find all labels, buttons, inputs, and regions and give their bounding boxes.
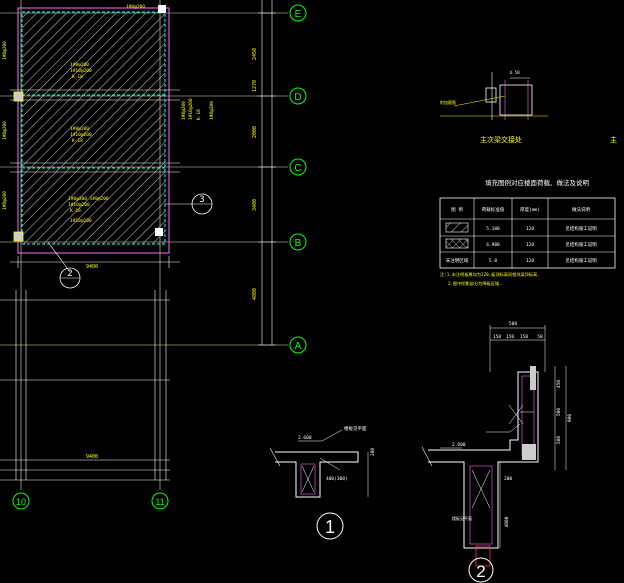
table-header-thickness: 厚度(mm) xyxy=(520,206,540,213)
svg-text:K-18: K-18 xyxy=(72,74,83,80)
svg-text:1#8@200: 1#8@200 xyxy=(70,62,89,68)
axis-label-11: 11 xyxy=(155,497,164,507)
section-2-detail: 500 150 150 150 50 450 500 500 900 4800 … xyxy=(421,321,573,583)
table-header-load: 荷载标准值 xyxy=(482,206,505,213)
svg-text:1#8@200: 1#8@200 xyxy=(126,4,145,10)
dim-c-b: 3400 xyxy=(252,199,258,211)
section-number-plan-b: 3 xyxy=(199,195,204,205)
section-mark-2-plan: 2 xyxy=(59,267,81,289)
section-2-h-dim: 450 xyxy=(556,380,562,388)
section-2-level: 2.600 xyxy=(452,442,466,448)
table-cell: 120 xyxy=(526,242,534,248)
svg-text:1#8@200: 1#8@200 xyxy=(209,101,215,120)
svg-text:1#10@200: 1#10@200 xyxy=(188,98,194,120)
axis-bubble-a: A xyxy=(289,336,307,354)
svg-text:1#10@200: 1#10@200 xyxy=(68,202,90,208)
lower-frame xyxy=(0,290,170,481)
dim-e-d: 2450 xyxy=(252,48,258,60)
axis-label-c: C xyxy=(294,163,301,174)
table-cell: 见结构施工说明 xyxy=(565,241,597,248)
section-1-size: 400(300) xyxy=(326,476,348,482)
axis-label-a: A xyxy=(295,341,302,352)
table-cell: 5.0 xyxy=(489,258,497,264)
section-mark-3-plan: 3 xyxy=(191,193,213,215)
dim-d-c: 2000 xyxy=(252,126,258,138)
svg-text:K-18: K-18 xyxy=(196,109,202,120)
svg-text:1#10@200: 1#10@200 xyxy=(70,68,92,74)
axis-label-d: D xyxy=(294,92,301,103)
section-number-plan-a: 2 xyxy=(67,269,72,279)
svg-text:1#8@200 1#8@200: 1#8@200 1#8@200 xyxy=(68,196,109,202)
dim-lower-width: 9400 xyxy=(86,454,98,460)
svg-text:K-18: K-18 xyxy=(72,138,83,144)
svg-text:b 50: b 50 xyxy=(510,70,520,75)
axis-label-10: 10 xyxy=(16,497,26,507)
section-2-top-total: 500 xyxy=(509,321,517,327)
table-cell: 见结构施工说明 xyxy=(565,257,597,264)
axis-bubble-c: C xyxy=(289,158,307,176)
table-cell: 120 xyxy=(526,226,534,232)
table-header-notes: 做法说明 xyxy=(572,206,590,213)
section-2-top-dim: 150 xyxy=(506,334,514,340)
legend-table: 填充图例对应楼面荷载、做法及说明 图 例 荷载标准值 厚度(mm) 做法说明 5… xyxy=(439,178,616,287)
svg-text:K-18: K-18 xyxy=(70,208,81,214)
svg-text:附加箍筋: 附加箍筋 xyxy=(440,99,456,105)
dim-plan-width: 9400 xyxy=(86,264,98,270)
section-2-h-dim: 500 xyxy=(556,436,562,444)
table-cell: 6.900 xyxy=(486,242,500,248)
axis-bubble-b: B xyxy=(289,233,307,251)
svg-text:1#8@200: 1#8@200 xyxy=(2,41,8,60)
axis-label-e: E xyxy=(295,9,302,20)
svg-text:1#10@200: 1#10@200 xyxy=(70,132,92,138)
svg-text:1#8@200: 1#8@200 xyxy=(2,121,8,140)
table-note-2: 2.图中阴影部分为降板区域. xyxy=(448,280,502,287)
table-note-1: 注:1.未注明板厚均为120,板顶标高同相邻梁顶标高. xyxy=(440,271,540,278)
section-1-detail: 2.600 楼板见平面 400(300) 200 1 xyxy=(269,425,376,540)
legend-swatch-crosshatch xyxy=(445,238,469,249)
section-2-width: 200 xyxy=(504,476,512,482)
axis-bubble-d: D xyxy=(289,87,307,105)
table-cell: 见结构施工说明 xyxy=(565,225,597,232)
svg-text:1#8@200: 1#8@200 xyxy=(2,191,8,210)
detail-title-left: 主次梁交接处 xyxy=(480,135,522,144)
beam-junction-detail: 主次梁交接处 主 附加箍筋 b 50 xyxy=(440,70,617,144)
axis-bubble-e: E xyxy=(289,4,307,22)
section-2-top-dim: 150 xyxy=(520,334,528,340)
detail-title-right: 主 xyxy=(610,135,617,144)
section-2-tag: 楼板见平面 xyxy=(452,515,472,521)
section-1-number: 1 xyxy=(325,517,335,537)
section-1-dim: 200 xyxy=(370,448,376,456)
table-header-legend: 图 例 xyxy=(451,206,463,213)
table-cell: 120 xyxy=(526,258,534,264)
section-2-h-dim: 900 xyxy=(567,414,573,422)
section-2-top-dim: 50 xyxy=(537,334,543,340)
dim-b-a: 4800 xyxy=(252,288,258,300)
axis-bubble-10: 10 xyxy=(12,492,30,510)
section-1-level: 2.600 xyxy=(298,435,312,441)
table-cell: 5.100 xyxy=(486,226,500,232)
section-2-number: 2 xyxy=(476,562,485,581)
axis-bubble-11: 11 xyxy=(151,492,169,510)
svg-text:1#8@200: 1#8@200 xyxy=(181,101,187,120)
section-2-h-dim: 500 xyxy=(556,408,562,416)
table-title: 填充图例对应楼面荷载、做法及说明 xyxy=(485,178,590,187)
section-2-depth: 4800 xyxy=(504,516,510,527)
legend-swatch-hatch xyxy=(445,222,469,233)
svg-text:1#8@200: 1#8@200 xyxy=(70,126,89,132)
table-cell: 未注明区域 xyxy=(446,257,469,264)
svg-text:1#10@200: 1#10@200 xyxy=(70,218,92,224)
axis-label-b: B xyxy=(295,238,302,249)
section-1-tag: 楼板见平面 xyxy=(344,425,367,432)
dim-upper-small: 1270 xyxy=(252,80,258,92)
section-2-top-dim: 150 xyxy=(493,334,501,340)
